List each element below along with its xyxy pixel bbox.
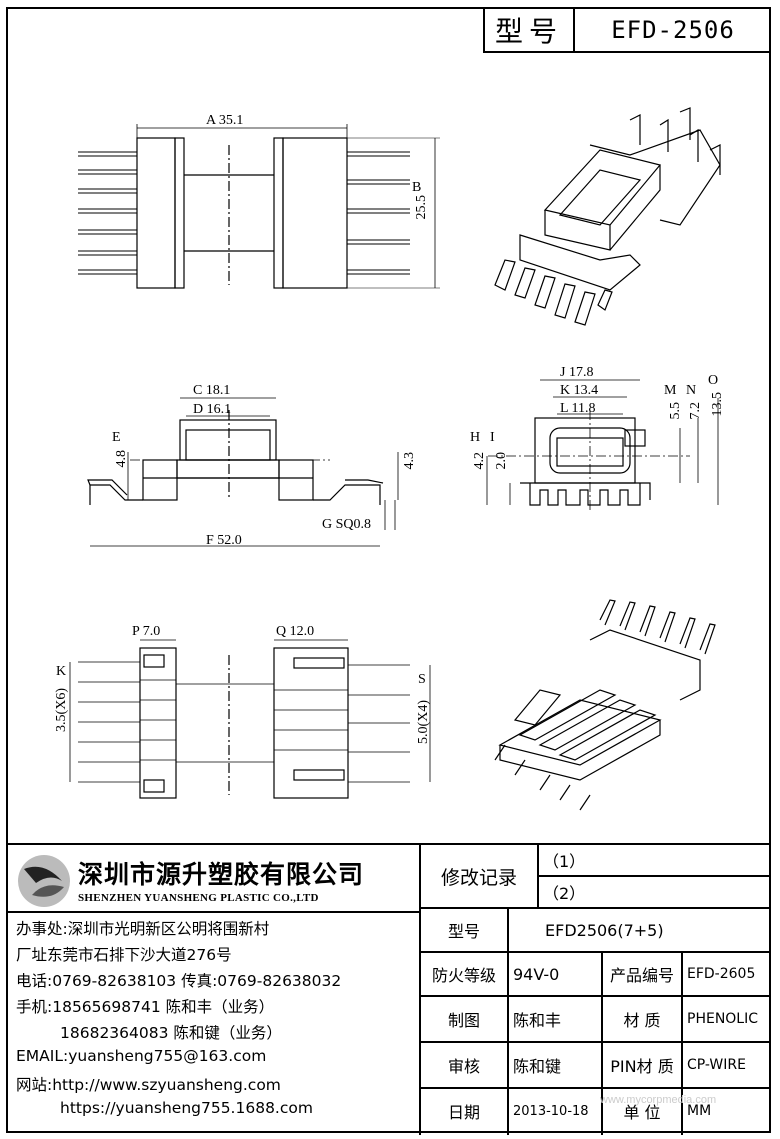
company-mobile1: 手机:18565698741 陈和丰（业务） xyxy=(16,998,275,1016)
dim-g-label: G SQ0.8 xyxy=(322,517,372,532)
technical-drawing xyxy=(69,107,721,811)
dim-n-label: N xyxy=(686,383,697,398)
pin-material-value: CP-WIRE xyxy=(687,1057,746,1073)
dim-b-value: 25.5 xyxy=(414,195,429,220)
dim-c-label: C 18.1 xyxy=(193,383,231,398)
grid-line xyxy=(537,875,771,877)
grid-line xyxy=(507,907,509,1135)
model-value: EFD2506(7+5) xyxy=(545,920,664,940)
grid-line xyxy=(601,951,603,1135)
fire-rating-label: 防火等级 xyxy=(431,966,496,985)
pin-material-label: PIN材 质 xyxy=(610,1057,674,1076)
dim-h-label: H xyxy=(470,430,481,445)
dim-h-value: 4.2 xyxy=(472,452,487,470)
drawn-value: 陈和丰 xyxy=(513,1011,562,1030)
dim-k2-label: K xyxy=(56,664,67,679)
checked-label: 审核 xyxy=(447,1057,480,1076)
company-info: 深圳市源升塑胶有限公司 SHENZHEN YUANSHENG PLASTIC C… xyxy=(6,845,421,1135)
dim-a-label: A 35.1 xyxy=(206,113,244,128)
dim-m-label: M xyxy=(664,383,677,398)
dim-e-label: E xyxy=(112,430,121,445)
company-logo-icon xyxy=(18,855,70,907)
grid-line xyxy=(421,951,771,953)
unit-value: MM xyxy=(687,1103,712,1119)
unit-label: 单 位 xyxy=(623,1103,661,1122)
company-name-en: SHENZHEN YUANSHENG PLASTIC CO.,LTD xyxy=(78,892,319,904)
title-model: EFD-2506 xyxy=(611,16,735,44)
grid-line xyxy=(421,1087,771,1089)
dim-n-value: 7.2 xyxy=(688,402,703,420)
dim-s-value: 5.0(X4) xyxy=(416,700,431,744)
top-view xyxy=(78,124,440,289)
company-office: 办事处:深圳市光明新区公明将围新村 xyxy=(16,920,270,938)
fire-rating-value: 94V-0 xyxy=(513,964,560,984)
isometric-view-top xyxy=(494,107,721,326)
drawing-frame xyxy=(6,7,771,1133)
dim-p-label: P 7.0 xyxy=(132,624,161,639)
bottom-view xyxy=(69,639,431,799)
dim-b-label: B xyxy=(412,180,422,195)
company-factory: 厂址东莞市石排下沙大道276号 xyxy=(16,946,232,964)
grid-line xyxy=(421,1041,771,1043)
dim-e-value: 4.8 xyxy=(114,450,129,468)
dim-43-value: 4.3 xyxy=(402,452,417,470)
company-mobile2: 18682364083 陈和键（业务） xyxy=(60,1024,282,1042)
date-value: 2013-10-18 xyxy=(513,1103,589,1119)
grid-line xyxy=(421,907,771,909)
dim-k-label: K 13.4 xyxy=(560,383,599,398)
dim-m-value: 5.5 xyxy=(668,402,683,420)
dim-l-label: L 11.8 xyxy=(560,401,596,416)
company-divider xyxy=(6,911,419,913)
company-email: EMAIL:yuansheng755@163.com xyxy=(16,1047,267,1065)
front-view xyxy=(87,397,399,547)
model-label: 型号 xyxy=(447,922,480,941)
checked-value: 陈和键 xyxy=(513,1057,562,1076)
dim-o-value: 13.5 xyxy=(710,392,725,417)
product-no-label: 产品编号 xyxy=(609,966,674,985)
material-label: 材 质 xyxy=(623,1011,661,1030)
material-value: PHENOLIC xyxy=(687,1011,759,1027)
dim-d-label: D 16.1 xyxy=(193,402,232,417)
dim-f-label: F 52.0 xyxy=(206,533,242,548)
title-block-bottom: 深圳市源升塑胶有限公司 SHENZHEN YUANSHENG PLASTIC C… xyxy=(6,843,771,1135)
title-label: 型号 xyxy=(485,9,575,51)
drawn-label: 制图 xyxy=(447,1011,480,1030)
revision-1: （1） xyxy=(543,852,586,871)
grid-line xyxy=(421,995,771,997)
dim-j-label: J 17.8 xyxy=(560,365,594,380)
spec-table: 修改记录 （1） （2） 型号 EFD2506(7+5) 防火等级 94V-0 … xyxy=(421,845,771,1135)
company-name-cn: 深圳市源升塑胶有限公司 xyxy=(78,860,365,889)
dim-i-label: I xyxy=(490,430,495,445)
company-web1: 网站:http://www.szyuansheng.com xyxy=(16,1076,281,1094)
dim-q-label: Q 12.0 xyxy=(276,624,315,639)
dim-k2-value: 3.5(X6) xyxy=(54,688,69,732)
revision-2: （2） xyxy=(543,884,586,903)
side-view xyxy=(486,379,719,510)
grid-line xyxy=(681,951,683,1135)
watermark: www.mycorpmedia.com xyxy=(600,1094,717,1106)
company-phone: 电话:0769-82638103 传真:0769-82638032 xyxy=(16,972,342,990)
dim-o-label: O xyxy=(708,373,719,388)
title-block: 型号 EFD-2506 xyxy=(483,9,771,53)
date-label: 日期 xyxy=(447,1103,480,1122)
revision-label: 修改记录 xyxy=(440,866,517,889)
dim-s-label: S xyxy=(418,672,426,687)
company-web2: https://yuansheng755.1688.com xyxy=(60,1099,313,1117)
product-no-value: EFD-2605 xyxy=(687,966,756,982)
dim-i-value: 2.0 xyxy=(494,452,509,470)
isometric-view-bottom xyxy=(494,599,716,811)
